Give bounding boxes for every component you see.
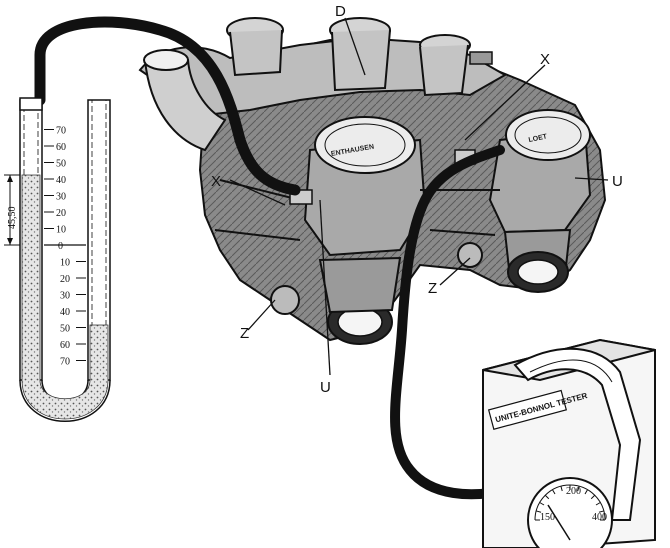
dial-tick bbox=[544, 494, 550, 500]
label-U-right: U bbox=[612, 173, 623, 190]
label-Z-left: Z bbox=[240, 325, 249, 342]
dial-tick bbox=[536, 510, 542, 513]
scale-label: 50 bbox=[56, 159, 66, 170]
scale-label: 30 bbox=[56, 192, 66, 203]
tester-handle bbox=[513, 347, 642, 521]
dial-tick bbox=[577, 486, 580, 492]
scale-label: 40 bbox=[60, 307, 70, 318]
dial-tick bbox=[584, 489, 588, 495]
right-cap-text: LOET bbox=[528, 133, 548, 144]
label-X-right: X bbox=[540, 51, 550, 68]
left-carburettor: ENTHAUSEN bbox=[303, 116, 427, 345]
scale-label: 60 bbox=[56, 142, 66, 153]
dial-tick bbox=[552, 489, 556, 495]
label-U-bottom: U bbox=[320, 379, 331, 396]
dial-number-400: 400 bbox=[592, 512, 607, 523]
scale-label: 10 bbox=[56, 225, 66, 236]
right-float-chamber-cap bbox=[505, 109, 591, 161]
dimension-text: 45,50 bbox=[7, 207, 18, 230]
left-float-chamber-cap bbox=[314, 116, 416, 174]
scale-label: 20 bbox=[56, 208, 66, 219]
callouts bbox=[229, 17, 609, 376]
dial-tick bbox=[595, 502, 601, 506]
tester-label-plate bbox=[487, 389, 568, 430]
scale-label: 60 bbox=[60, 340, 70, 351]
dial-tick bbox=[560, 486, 563, 492]
tester-hose bbox=[390, 145, 520, 500]
scale-label: 50 bbox=[60, 324, 70, 335]
dial-needle bbox=[547, 504, 571, 541]
dial-tick bbox=[590, 494, 596, 500]
dial-number-200: 200 bbox=[566, 486, 581, 497]
manometer-liquid bbox=[21, 174, 109, 420]
dial-tick bbox=[598, 510, 604, 513]
scale-label: 20 bbox=[60, 274, 70, 285]
manometer-hose bbox=[34, 16, 301, 196]
label-D: D bbox=[335, 3, 346, 20]
intake-horn bbox=[143, 59, 227, 152]
engine-assembly: ENTHAUSEN LOET bbox=[138, 17, 607, 345]
zero-tick: 0 bbox=[58, 241, 63, 252]
scale-label: 10 bbox=[60, 258, 70, 269]
right-carburettor: LOET bbox=[488, 109, 592, 293]
dial-number-150: 150 bbox=[540, 512, 555, 523]
tester-dial bbox=[527, 477, 613, 548]
dial-tick bbox=[539, 502, 545, 506]
vacuum-tester-unit: UNITE-BONNOL TESTER 150 200 400 bbox=[482, 338, 656, 548]
label-Z-right: Z bbox=[428, 280, 437, 297]
scale-label: 40 bbox=[56, 175, 66, 186]
label-X-left: X bbox=[211, 173, 221, 190]
scale-label: 70 bbox=[60, 357, 70, 368]
level-difference-dimension: 45,50 bbox=[4, 174, 20, 246]
right-scale: 70 60 50 40 30 20 10 0 10 20 30 40 50 60 70 bbox=[44, 126, 86, 368]
scale-label: 70 bbox=[56, 126, 66, 137]
u-tube-manometer: 70 60 50 40 30 20 10 0 10 20 30 40 50 60 70 45,50 bbox=[4, 97, 111, 422]
scale-label: 30 bbox=[60, 291, 70, 302]
